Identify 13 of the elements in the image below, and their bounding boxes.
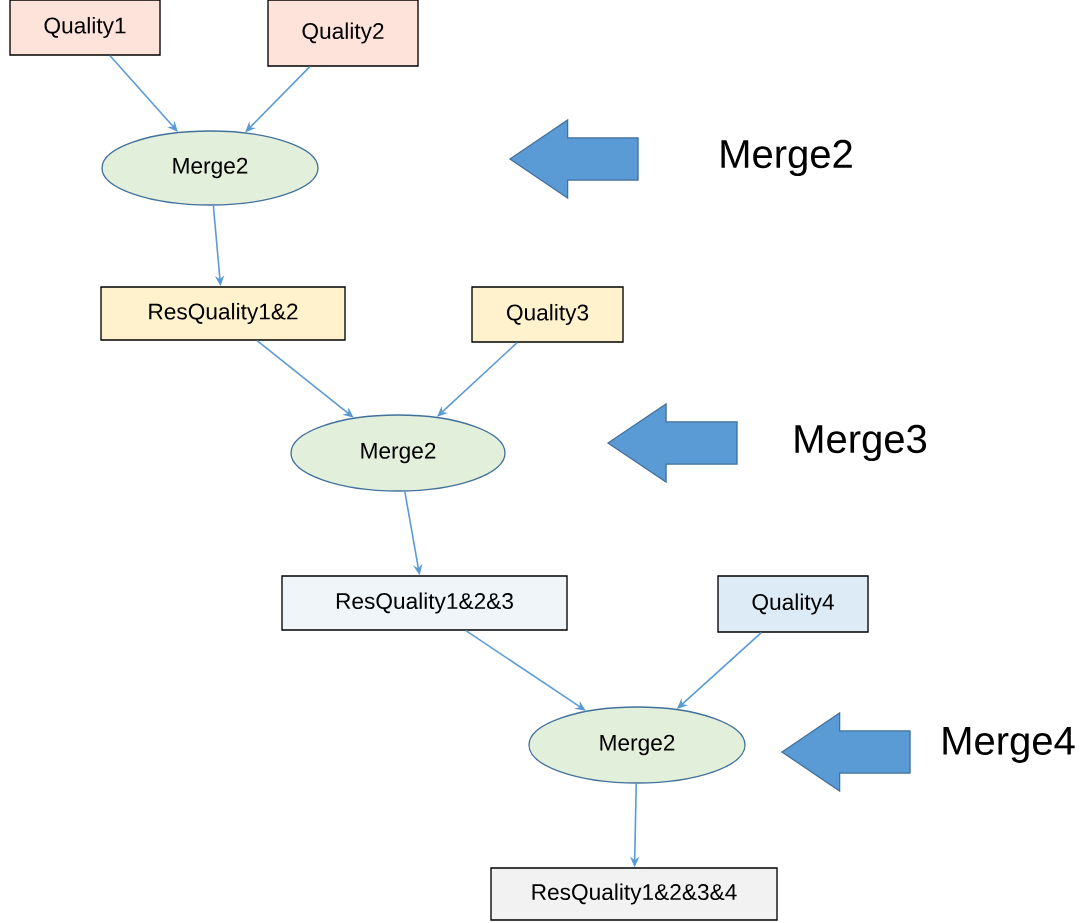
- arrow: [109, 54, 178, 132]
- data-box: Quality3: [471, 286, 624, 343]
- step-label: Merge2: [721, 139, 852, 177]
- data-box: ResQuality1&2: [100, 286, 346, 341]
- data-box: Quality2: [267, 0, 419, 67]
- data-box: ResQuality1&2&3: [281, 575, 568, 631]
- data-box: Quality4: [717, 575, 869, 633]
- arrow: [256, 339, 354, 418]
- step-label: Merge3: [795, 424, 927, 462]
- arrow: [465, 629, 586, 711]
- data-box: Quality1: [9, 0, 161, 56]
- data-box: ResQuality1&2&3&4: [490, 867, 778, 921]
- step-label: Merge4: [943, 727, 1075, 763]
